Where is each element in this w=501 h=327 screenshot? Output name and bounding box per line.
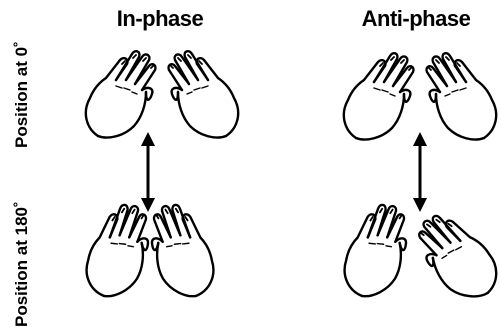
hand-icon [427,53,497,139]
double-arrow-icon [413,132,427,212]
hand-icon [344,53,414,139]
hand-icon [74,201,160,300]
hand-icon [416,207,500,304]
hand-icon [86,51,156,137]
hand-icon [332,201,418,300]
double-arrow-icon [141,132,155,212]
hand-icon [140,201,226,300]
hand-icon [169,51,239,137]
